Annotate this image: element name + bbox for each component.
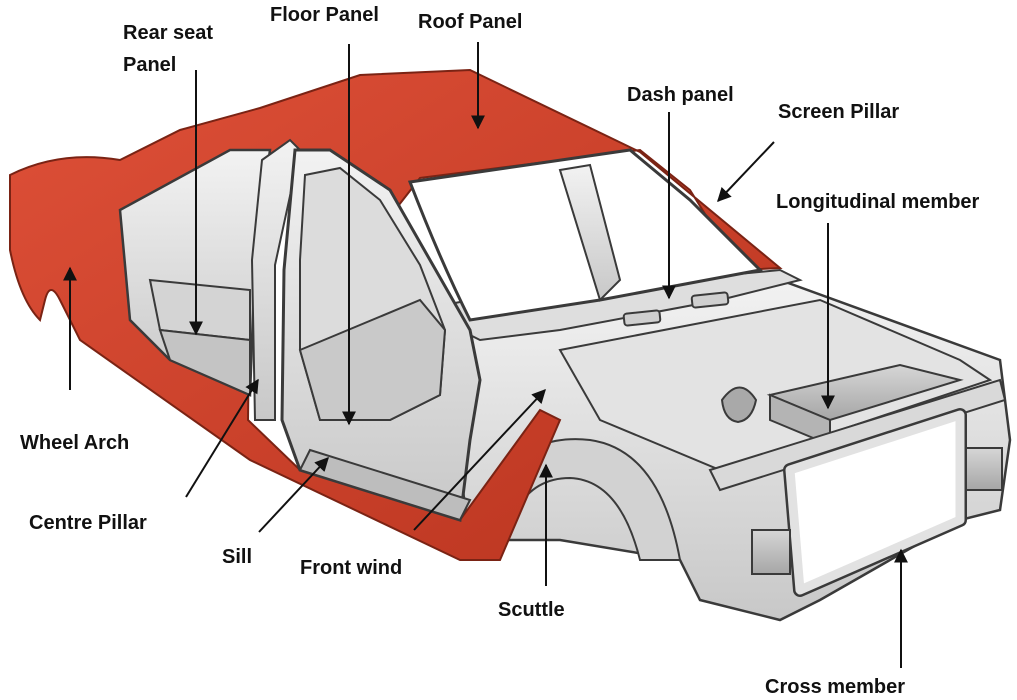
arrow-front-wind xyxy=(413,388,546,531)
arrow-sill xyxy=(258,456,329,533)
a-pillar-inner xyxy=(558,163,622,302)
mount-block-left xyxy=(751,529,791,575)
cross-member-frame-inner xyxy=(785,410,965,595)
radiator-frame xyxy=(708,378,1007,492)
dash-vent-right xyxy=(690,291,730,309)
label-sill: Sill xyxy=(222,546,253,568)
mount-block-right xyxy=(965,447,1003,491)
label-rear-seat-panel-line2: Panel xyxy=(123,54,177,76)
label-cross-member: Cross member xyxy=(765,676,906,698)
arrow-centre-pillar xyxy=(185,378,259,498)
floor-panel-shape xyxy=(298,298,447,421)
label-centre-pillar: Centre Pillar xyxy=(29,512,147,534)
label-screen-pillar: Screen Pillar xyxy=(778,101,900,123)
label-front-wind: Front wind xyxy=(300,557,403,579)
label-longitudinal-member: Longitudinal member xyxy=(776,191,980,213)
dash-vent-left xyxy=(622,309,662,327)
label-wheel-arch: Wheel Arch xyxy=(20,432,130,454)
sill-inner xyxy=(298,448,472,522)
label-scuttle: Scuttle xyxy=(498,599,565,621)
rear-seat-base xyxy=(158,328,251,397)
label-floor-panel: Floor Panel xyxy=(270,4,379,26)
label-rear-seat-panel-line1: Rear seat xyxy=(123,22,214,44)
engine-bay-panel xyxy=(558,298,993,472)
engine-bay-hole xyxy=(720,386,758,424)
pointer-arrows xyxy=(63,42,908,668)
arrow-screen-pillar xyxy=(717,141,775,203)
centre-pillar-shape xyxy=(250,138,302,421)
label-dash-panel: Dash panel xyxy=(627,84,734,106)
label-roof-panel: Roof Panel xyxy=(418,11,523,33)
